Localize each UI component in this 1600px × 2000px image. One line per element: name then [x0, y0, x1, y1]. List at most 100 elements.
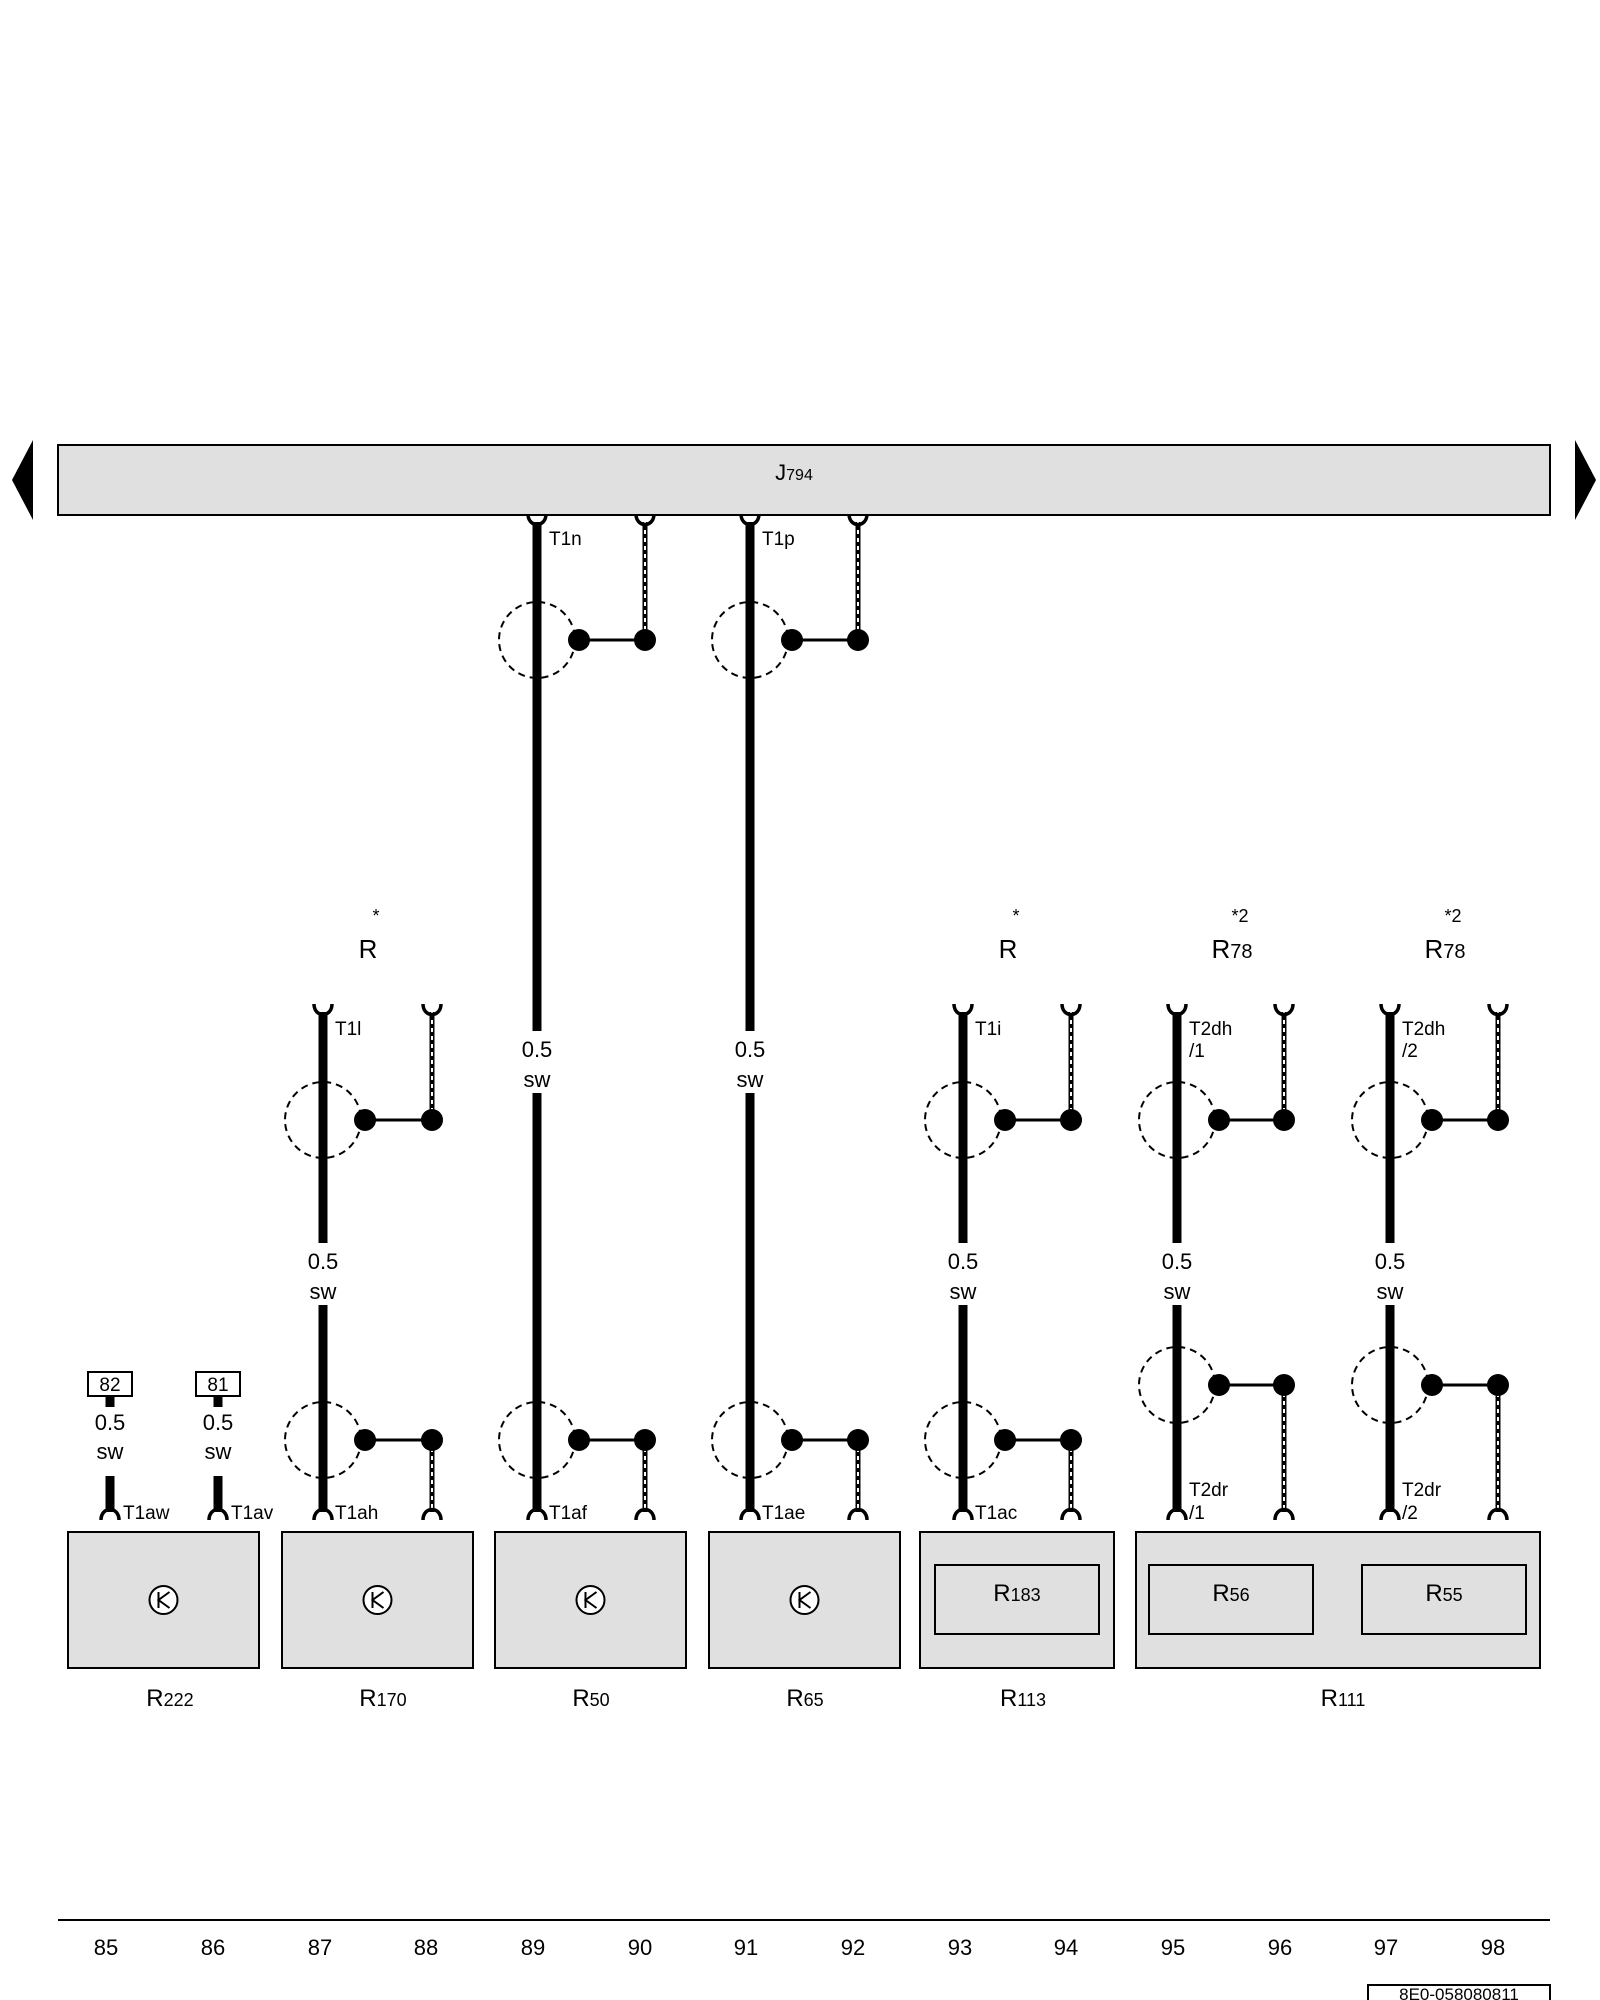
column-number-89: 89 [521, 1935, 545, 1960]
ch89-bottom-ground-connector [634, 1507, 656, 1521]
header-note: * [1012, 906, 1019, 926]
component-label-R111-prefix: R [1321, 1685, 1338, 1712]
ch95-top-connector [1166, 1003, 1188, 1017]
speaker-icon [789, 1585, 820, 1615]
reference-wire-size: 0.5 [203, 1410, 234, 1435]
header-note: * [372, 906, 379, 926]
drawing-number-box [1367, 1984, 1551, 2000]
component-box-R111 [1135, 1531, 1541, 1669]
ch87-bottom-connector [312, 1507, 334, 1521]
ch95-top-ground-connector [1273, 1003, 1295, 1017]
inner-component-label-sub: 183 [1011, 1585, 1041, 1605]
ch87-bottom-ground-connector [421, 1507, 443, 1521]
connector-label-T1ae: T1ae [762, 1503, 805, 1524]
ch89-color-label: sw [524, 1067, 551, 1092]
inner-component-label: R56 [1212, 1580, 1249, 1607]
ch91-color-label: sw [737, 1067, 764, 1092]
ch97-tap0-ground-dot [1487, 1109, 1509, 1131]
connector-pin-bottom: /2 [1402, 1503, 1418, 1524]
component-label-R113-sub: 113 [1017, 1690, 1046, 1710]
previous-page-arrow-icon[interactable] [12, 440, 33, 520]
column-number-88: 88 [414, 1935, 438, 1960]
reference-wire-color: sw [97, 1439, 124, 1464]
ch93-size-label: 0.5 [948, 1249, 979, 1274]
connector-pin-bottom: /1 [1189, 1503, 1205, 1524]
connector-label-T2dr: T2dr [1189, 1480, 1229, 1501]
component-label-R113-prefix: R [1000, 1685, 1017, 1712]
ch93-top-connector [952, 1003, 974, 1017]
component-label-R111: R111 [1321, 1685, 1366, 1712]
ch87-tap1-ground-dot [421, 1429, 443, 1451]
reference-connector-82 [99, 1507, 121, 1521]
header-label-ch95-prefix: R [1211, 934, 1230, 964]
reference-wire-size: 0.5 [95, 1410, 126, 1435]
column-number-93: 93 [948, 1935, 972, 1960]
reference-wire-color: sw [205, 1439, 232, 1464]
reference-box-text-82: 82 [99, 1375, 120, 1396]
speaker-icon-cone [370, 1591, 385, 1609]
ch89-size-label: 0.5 [522, 1037, 553, 1062]
reference-box-text-81: 81 [207, 1375, 228, 1396]
reference-box-82 [87, 1371, 133, 1397]
ch93-label-bg [937, 1243, 989, 1305]
control-unit-j794 [57, 444, 1551, 516]
ch97-top-ground-connector [1487, 1003, 1509, 1017]
connector-label-T1ac: T1ac [975, 1503, 1017, 1524]
connector-pin-top: /2 [1402, 1041, 1418, 1062]
ch87-top-connector [312, 1003, 334, 1017]
ch87-size-label: 0.5 [308, 1249, 339, 1274]
column-number-91: 91 [734, 1935, 758, 1960]
component-label-R170-sub: 170 [377, 1690, 407, 1710]
header-label-ch93-prefix: R [999, 934, 1018, 964]
column-number-90: 90 [628, 1935, 652, 1960]
reference-connector-81 [207, 1507, 229, 1521]
ch97-label-bg [1364, 1243, 1416, 1305]
ch89-bottom-connector [526, 1507, 548, 1521]
component-label-R65-sub: 65 [804, 1690, 824, 1710]
component-label-R65-prefix: R [786, 1685, 803, 1712]
ch95-tap0-ground-dot [1273, 1109, 1295, 1131]
ch91-top-connector [739, 513, 761, 527]
ch91-bottom-connector [739, 1507, 761, 1521]
ch87-tap0-ground-dot [421, 1109, 443, 1131]
connector-label-T1p: T1p [762, 529, 795, 550]
column-number-87: 87 [308, 1935, 332, 1960]
component-box-R113 [919, 1531, 1115, 1669]
ch95-bottom-ground-connector [1273, 1507, 1295, 1521]
ch87-color-label: sw [310, 1279, 337, 1304]
inner-component-label-sub: 56 [1230, 1585, 1250, 1605]
ch93-tap0-ground-dot [1060, 1109, 1082, 1131]
connector-label-T2dh: T2dh [1189, 1019, 1232, 1040]
connector-label-T1i: T1i [975, 1019, 1001, 1040]
header-note: *2 [1444, 906, 1461, 926]
speaker-icon [575, 1585, 606, 1615]
drawing-number: 8E0-058080811 [1399, 1985, 1519, 2000]
ch93-bottom-ground-connector [1060, 1507, 1082, 1521]
ch97-bottom-connector [1379, 1507, 1401, 1521]
column-number-85: 85 [94, 1935, 118, 1960]
ch87-label-bg [297, 1243, 349, 1305]
control-unit-label: J794 [775, 460, 813, 485]
ch95-label-bg [1151, 1243, 1203, 1305]
ch95-size-label: 0.5 [1162, 1249, 1193, 1274]
ch89-tap0-ground-dot [634, 629, 656, 651]
connector-label-T1ah: T1ah [335, 1503, 378, 1524]
wires-layer: 820.5swT1aw810.5swT1av0.5swT1lT1ah*R0.5s… [87, 513, 1509, 1524]
next-page-arrow-icon[interactable] [1575, 440, 1596, 520]
header-label-ch95-sub: 78 [1230, 941, 1252, 963]
header-label-ch93: R [999, 934, 1018, 964]
ch97-tap1-ground-dot [1487, 1374, 1509, 1396]
speaker-icon-circle [148, 1585, 179, 1615]
header-label-ch87: R [359, 934, 378, 964]
component-label-R170-prefix: R [359, 1685, 376, 1712]
ch95-tap1-ground-dot [1273, 1374, 1295, 1396]
component-label-R222-sub: 222 [164, 1690, 194, 1710]
ch93-color-label: sw [950, 1279, 977, 1304]
